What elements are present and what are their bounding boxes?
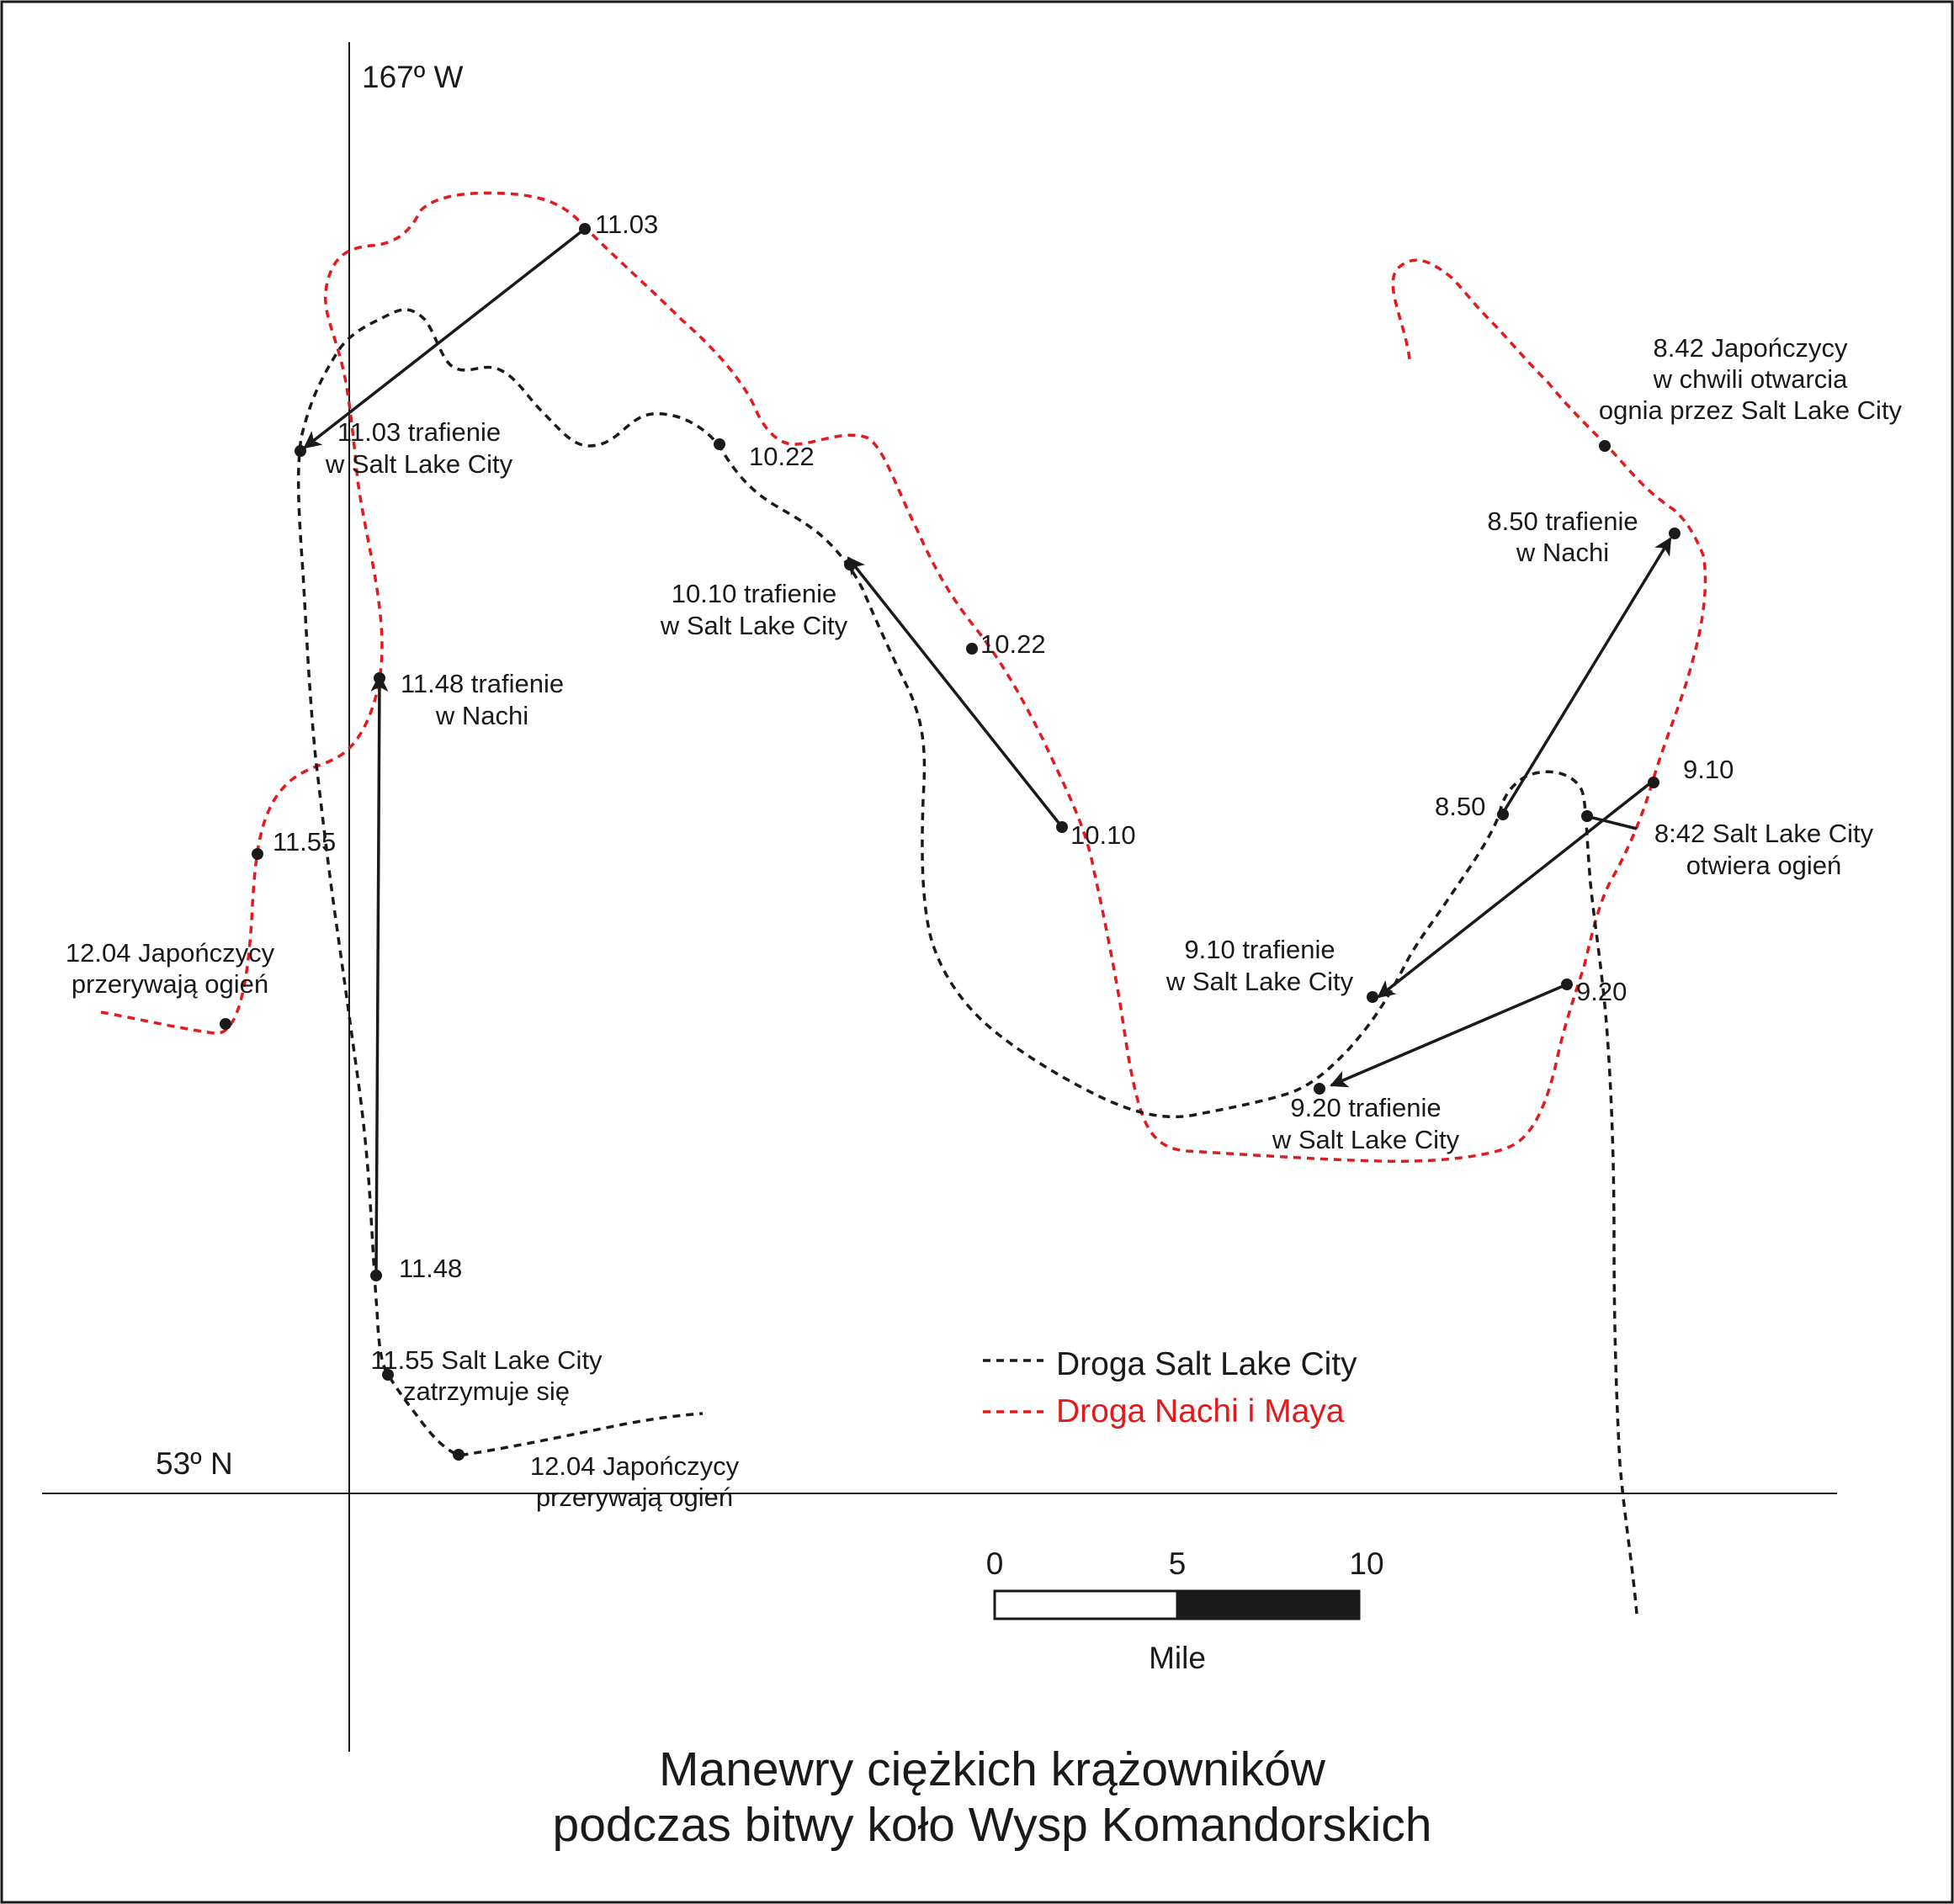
- dot-1148-nachi: [374, 672, 385, 684]
- label-hit850-a: 8.50 trafienie: [1487, 506, 1638, 536]
- dot-1010-slc: [844, 559, 856, 570]
- scale-tick-5: 5: [1169, 1546, 1187, 1581]
- label-j842-b: w chwili otwarcia: [1653, 364, 1849, 394]
- dot-842-slc: [1581, 810, 1593, 822]
- label-910-nachi: 9.10: [1683, 755, 1734, 784]
- salt-lake-city-route: [296, 308, 1638, 1615]
- dot-1204-slc: [453, 1449, 465, 1461]
- scale-unit: Mile: [1149, 1641, 1206, 1675]
- dot-842-nachi: [1599, 440, 1611, 452]
- dot-1155-nachi: [252, 848, 263, 860]
- label-cease-s-b: przerywają ogień: [536, 1482, 733, 1512]
- arrow-850-hit: [1500, 537, 1672, 815]
- label-1103: 11.03: [595, 209, 658, 239]
- dot-1148-slc: [370, 1270, 382, 1281]
- latitude-label: 53º N: [156, 1446, 233, 1481]
- label-hit1148-b: w Nachi: [435, 701, 528, 730]
- label-hit850-b: w Nachi: [1516, 538, 1609, 567]
- label-1010-nachi: 10.10: [1070, 820, 1136, 850]
- label-slc842-b: otwiera ogień: [1686, 851, 1841, 880]
- arrow-1103-hit: [303, 227, 587, 449]
- map-title: Manewry ciężkich krążowników podczas bit…: [553, 1742, 1432, 1852]
- dot-1022-nachi: [966, 643, 978, 655]
- longitude-label: 167º W: [362, 60, 464, 94]
- arrow-1148-hit: [370, 673, 389, 1276]
- legend-salt-lake-city-label: Droga Salt Lake City: [1056, 1346, 1357, 1382]
- dot-1204-nachi: [220, 1018, 231, 1030]
- arrow-920-hit: [1330, 983, 1568, 1088]
- dot-850-nachi: [1669, 528, 1681, 539]
- dot-920-slc: [1314, 1083, 1325, 1095]
- scale-tick-10: 10: [1349, 1546, 1383, 1581]
- legend-nachi-maya-label: Droga Nachi i Maya: [1056, 1393, 1345, 1429]
- label-hit920-b: w Salt Lake City: [1272, 1125, 1460, 1154]
- salt-lake-city-route-main: [296, 308, 1638, 1615]
- scale-bar: 0 5 10 Mile: [986, 1546, 1384, 1675]
- label-cease-s-a: 12.04 Japończycy: [530, 1451, 740, 1481]
- label-hit910-a: 9.10 trafienie: [1184, 935, 1335, 964]
- dot-910-slc: [1367, 991, 1378, 1003]
- fire-arrows: [303, 227, 1672, 1276]
- label-hit920-a: 9.20 trafienie: [1290, 1093, 1441, 1122]
- scale-bar-white-segment: [993, 1589, 1179, 1620]
- leader-842: [1585, 814, 1638, 830]
- title-line-2: podczas bitwy koło Wysp Komandorskich: [553, 1798, 1432, 1852]
- label-hit1103-a: 11.03 trafienie: [337, 417, 501, 447]
- dot-910-nachi: [1648, 777, 1659, 788]
- arrow-910-hit: [1377, 781, 1653, 999]
- position-dots: [220, 223, 1681, 1461]
- dot-1155-slc: [382, 1369, 394, 1381]
- label-stop-b: zatrzymuje się: [403, 1376, 570, 1406]
- label-hit1148-a: 11.48 trafienie: [401, 669, 564, 698]
- title-line-1: Manewry ciężkich krążowników: [659, 1742, 1326, 1796]
- arrow-1010-hit: [847, 556, 1064, 829]
- legend: Droga Salt Lake City Droga Nachi i Maya: [983, 1346, 1357, 1429]
- label-1155-nachi: 11.55: [273, 827, 336, 857]
- dot-1010-nachi: [1056, 821, 1068, 833]
- map-labels: 11.03 11.03 trafienie w Salt Lake City 1…: [66, 209, 1903, 1512]
- dot-850-slc: [1497, 809, 1509, 820]
- dot-920-nachi: [1561, 979, 1573, 990]
- label-920-nachi: 9.20: [1576, 977, 1627, 1006]
- label-1148-slc: 11.48: [399, 1254, 462, 1283]
- nachi-maya-route: [100, 191, 1707, 1164]
- scale-bar-black-segment: [1176, 1589, 1361, 1620]
- label-1022-nachi: 10.22: [980, 629, 1046, 659]
- dot-1022-slc: [714, 438, 725, 450]
- label-j842-a: 8.42 Japończycy: [1654, 333, 1848, 363]
- nachi-maya-route-main: [100, 191, 1707, 1164]
- label-cease-j-a: 12.04 Japończycy: [66, 938, 275, 968]
- label-1022-slc: 10.22: [749, 442, 815, 471]
- label-slc842-a: 8:42 Salt Lake City: [1654, 819, 1874, 848]
- label-stop-a: 11.55 Salt Lake City: [370, 1345, 603, 1375]
- label-hit1010-a: 10.10 trafienie: [672, 579, 836, 608]
- label-j842-c: ognia przez Salt Lake City: [1599, 395, 1903, 425]
- label-hit1010-b: w Salt Lake City: [660, 611, 848, 640]
- label-hit910-b: w Salt Lake City: [1165, 967, 1354, 996]
- dot-1103-slc: [295, 445, 306, 457]
- label-cease-j-b: przerywają ogień: [72, 969, 268, 999]
- label-850-slc: 8.50: [1435, 792, 1485, 821]
- label-hit1103-b: w Salt Lake City: [325, 449, 513, 479]
- scale-tick-0: 0: [986, 1546, 1004, 1581]
- dot-1103-nachi: [579, 223, 591, 235]
